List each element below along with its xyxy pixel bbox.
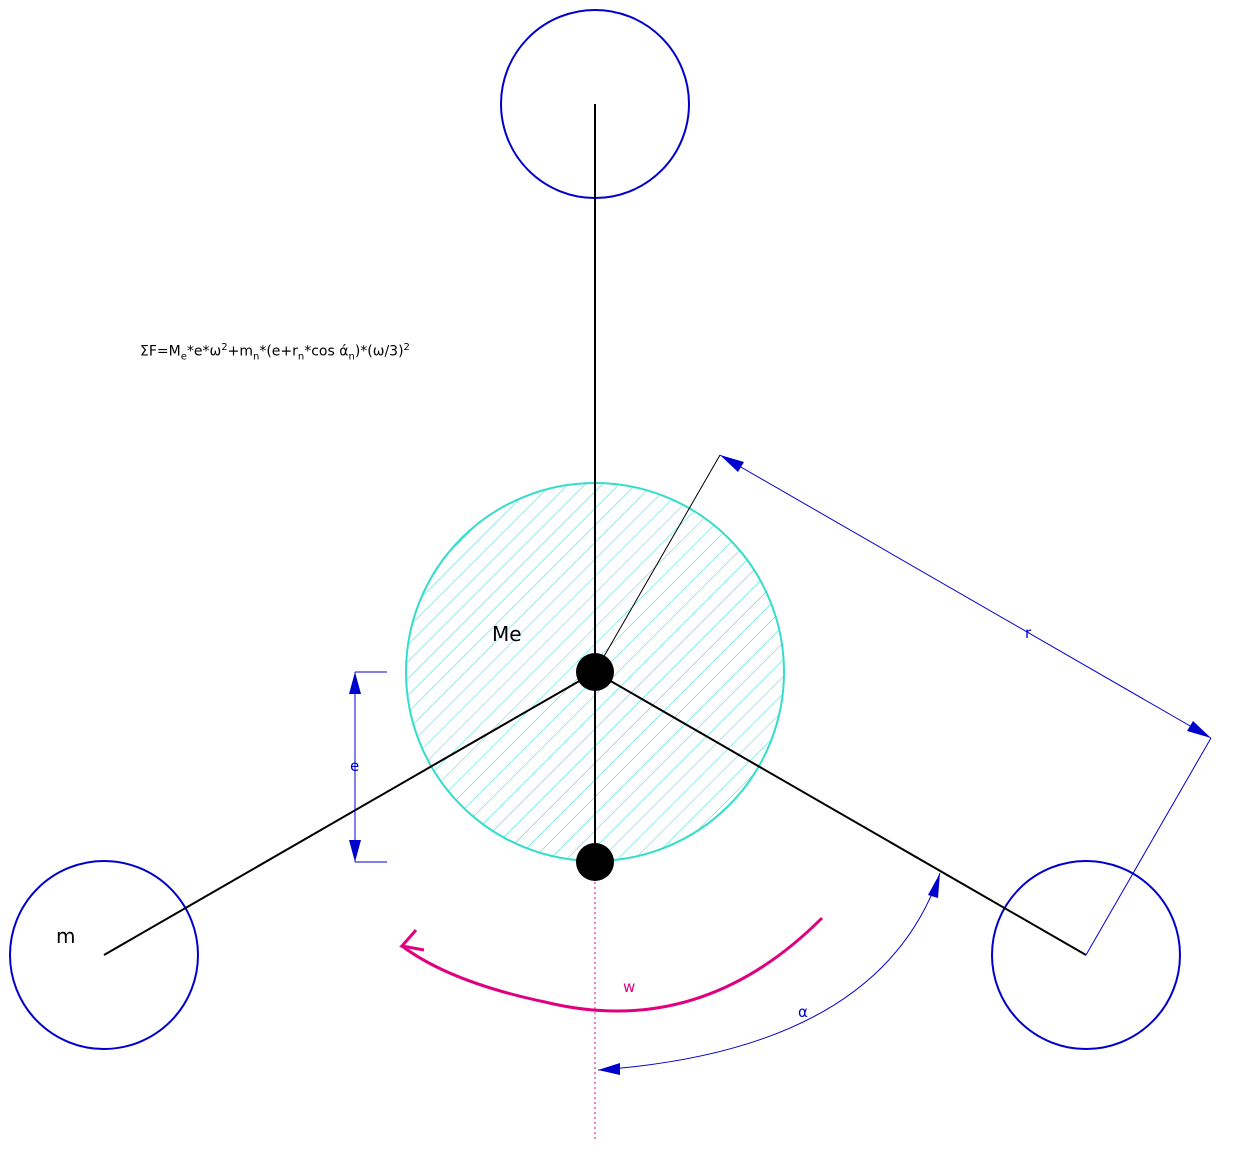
arm-right [594,671,1087,956]
rotation-arrow [399,916,824,1013]
satellite-mass-left [9,860,199,1050]
angle-arc [597,872,941,1075]
eccentricity-dimension [349,671,387,863]
radius-extension-line [594,454,721,673]
force-formula: ΣF=Me*e*ω2+mn*(e+rn*cos άn)*(ω/3)2 [140,342,410,363]
arm-left [103,671,596,956]
satellite-mass-label: m [56,924,75,948]
radius-dimension [719,454,1212,739]
eccentricity-label: e [350,757,359,775]
angular-velocity-label: w [623,978,635,996]
angle-label: α [798,1003,808,1021]
eccentric-center-dot [576,843,614,881]
radius-extension-line-right [1085,737,1212,956]
radius-label: r [1025,624,1032,642]
satellite-mass-right [991,860,1181,1050]
eccentric-mass-label: Me [492,622,522,646]
rotor-center-dot [576,653,614,691]
